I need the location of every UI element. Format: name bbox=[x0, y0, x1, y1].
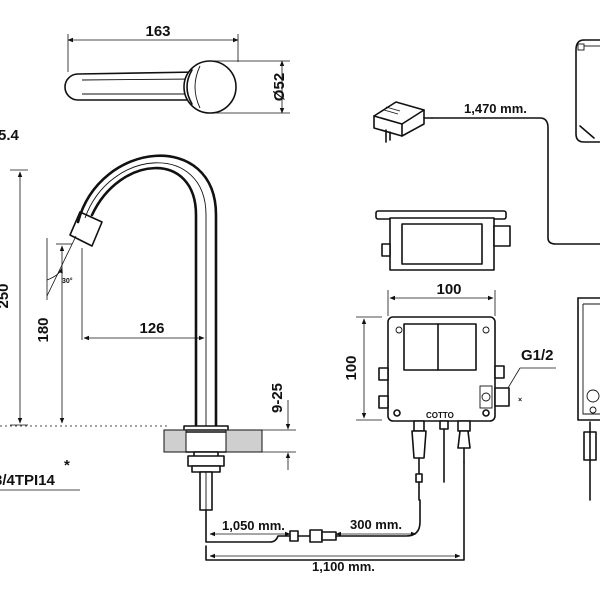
control-box-inlet-mark: × bbox=[518, 397, 522, 404]
dimension-outlet-height: 180 bbox=[35, 243, 72, 424]
control-box-front-view: COTTO × bbox=[378, 316, 522, 422]
thread-spec-label: 3/4TPI14 bbox=[0, 472, 56, 489]
cut-dimension-label: 5.4 bbox=[0, 127, 20, 144]
control-box-width-label: 100 bbox=[436, 281, 461, 298]
clamp-range-label: 9-25 bbox=[269, 383, 286, 413]
spout-side-view bbox=[69, 154, 263, 511]
spout-angle-label: 30° bbox=[62, 277, 73, 285]
dimension-spout-reach: 126 bbox=[81, 248, 205, 341]
control-box-connectors bbox=[411, 420, 471, 501]
control-box-side-view bbox=[375, 210, 511, 271]
adapter-cable: 1,470 mm. bbox=[431, 101, 600, 245]
sensor-box-partial-bottom bbox=[577, 297, 600, 501]
control-box-height-label: 100 bbox=[343, 355, 360, 380]
cable-c-length-label: 1,100 mm. bbox=[312, 559, 375, 574]
outlet-height-label: 180 bbox=[35, 317, 52, 342]
control-box-height-dimension: 100 bbox=[343, 316, 382, 421]
handle-diameter-label: Ø52 bbox=[271, 73, 288, 101]
thread-spec-mark: * bbox=[64, 457, 70, 474]
dimension-handle-diameter: Ø52 bbox=[212, 60, 290, 114]
control-box-inlet-callout: G1/2 bbox=[507, 347, 556, 389]
handle-length-label: 163 bbox=[145, 23, 170, 40]
spout-reach-label: 126 bbox=[139, 320, 164, 337]
dimension-total-height: 250 bbox=[0, 169, 28, 426]
handle-top-view bbox=[64, 60, 237, 114]
sensor-cables: 1,050 mm. 300 mm. 1,100 mm. bbox=[205, 461, 465, 574]
control-box-width-dimension: 100 bbox=[387, 281, 496, 316]
adapter-cable-length-label: 1,470 mm. bbox=[464, 101, 527, 116]
total-height-label: 250 bbox=[0, 283, 12, 308]
dimension-clamp-range: 9-25 bbox=[262, 383, 296, 470]
control-box-brand-label: COTTO bbox=[426, 411, 454, 420]
power-adapter bbox=[373, 101, 433, 143]
inlet-thread-label: G1/2 bbox=[521, 347, 554, 364]
sensor-box-partial-top bbox=[575, 39, 600, 143]
dimension-handle-length: 163 bbox=[67, 23, 239, 72]
dimension-spout-angle: 30° bbox=[46, 235, 77, 300]
cable-a-length-label: 1,050 mm. bbox=[222, 518, 285, 533]
cable-b-length-label: 300 mm. bbox=[350, 517, 402, 532]
